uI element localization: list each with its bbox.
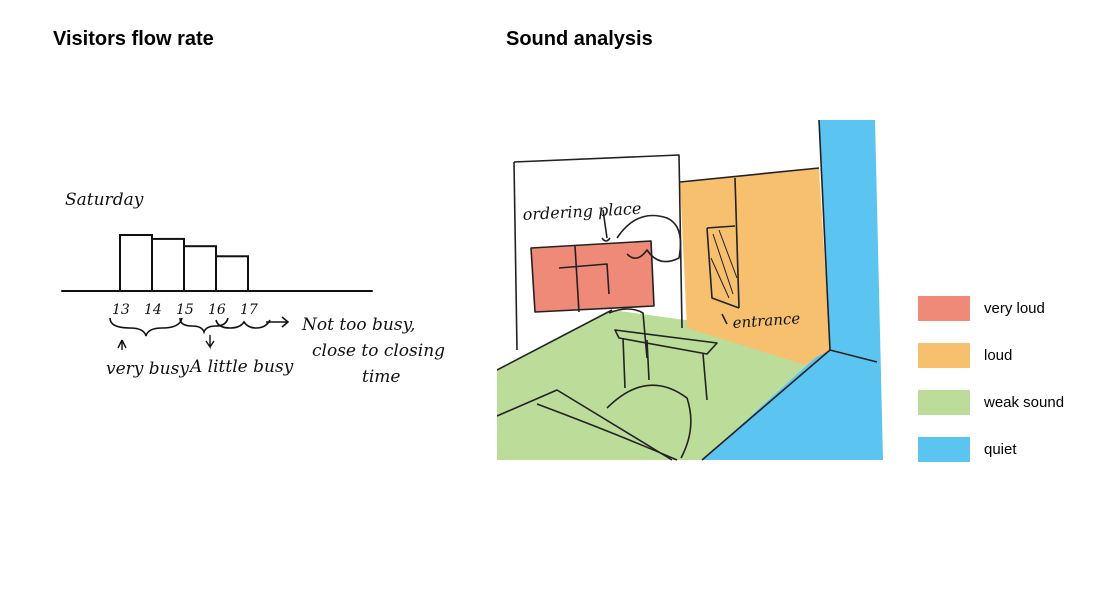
- legend-swatch: [918, 389, 970, 415]
- note-not-too-busy-2: close to closing: [312, 341, 445, 361]
- arrow-not-too-busy: [266, 316, 290, 328]
- hour-tick-label: 17: [240, 302, 258, 318]
- flow-bar: [119, 234, 153, 292]
- label-ordering-place: ordering place: [522, 199, 642, 224]
- arrow-a-little-busy: [205, 335, 215, 350]
- zone-loud: [680, 168, 830, 368]
- note-a-little-busy: A little busy: [188, 357, 294, 377]
- visitors-flow-sketch: Saturday 13 14 15 16 17 very busy A little b…: [61, 190, 445, 387]
- legend-swatch: [918, 342, 970, 368]
- brace-a-little-busy: [179, 317, 229, 335]
- flow-bar: [215, 255, 249, 292]
- day-label: Saturday: [65, 190, 144, 210]
- note-not-too-busy-3: time: [362, 367, 400, 387]
- sound-analysis-title: Sound analysis: [506, 28, 653, 50]
- legend-item-loud: loud: [918, 342, 1012, 368]
- hour-tick-label: 16: [208, 302, 226, 318]
- hour-tick-label: 15: [176, 302, 194, 318]
- zone-quiet: [702, 120, 883, 460]
- note-not-too-busy-1: Not too busy,: [301, 315, 415, 335]
- label-entrance: entrance: [732, 309, 801, 332]
- legend-label: weak sound: [984, 393, 1065, 411]
- hour-tick-label: 14: [144, 302, 162, 318]
- zone-very-loud: [531, 241, 654, 312]
- hour-tick-label: 13: [112, 302, 130, 318]
- arrow-very-busy: [117, 339, 127, 350]
- legend-swatch: [918, 295, 970, 321]
- note-very-busy: very busy: [106, 359, 189, 379]
- legend-item-weak-sound: weak sound: [918, 389, 1064, 415]
- legend-swatch: [918, 436, 970, 462]
- legend-label: quiet: [984, 440, 1017, 458]
- legend-label: very loud: [984, 299, 1045, 317]
- sound-analysis-sketch: ordering place entrance: [497, 119, 883, 461]
- brace-not-too-busy: [215, 319, 271, 329]
- flow-bar: [151, 237, 185, 292]
- hour-labels: 13 14 15 16 17: [112, 302, 258, 318]
- visitors-flow-title: Visitors flow rate: [53, 28, 214, 50]
- flow-bar: [183, 245, 217, 292]
- flow-bars: [119, 234, 249, 292]
- legend-label: loud: [984, 346, 1013, 364]
- sketch-lines: [497, 119, 878, 461]
- legend-item-very-loud: very loud: [918, 295, 1045, 321]
- brace-very-busy: [109, 317, 183, 337]
- legend-item-quiet: quiet: [918, 436, 1017, 462]
